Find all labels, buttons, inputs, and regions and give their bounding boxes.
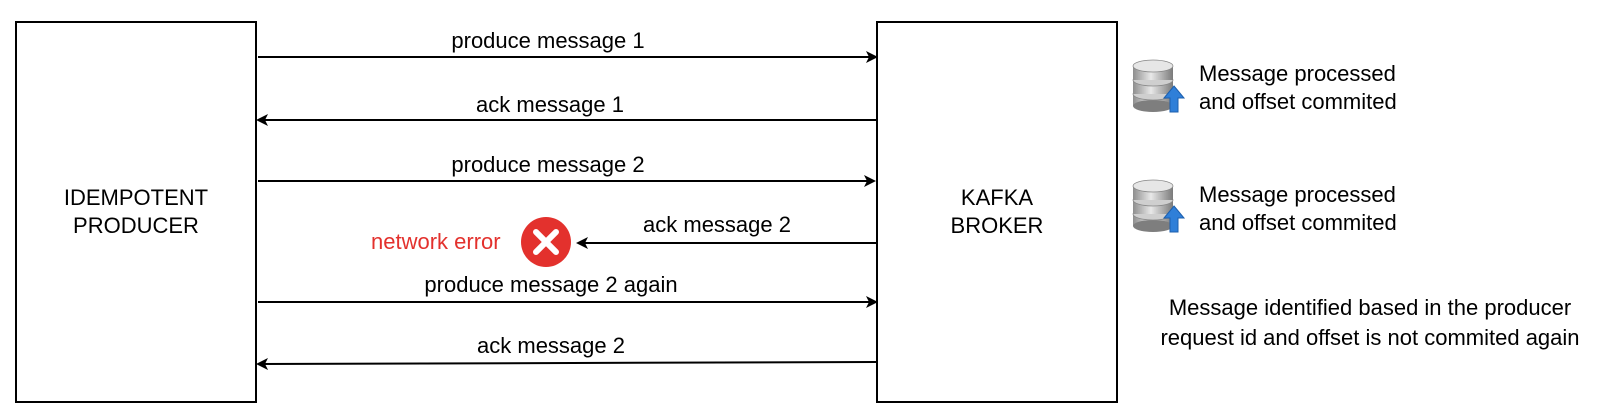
label-produce-message-1: produce message 1 (451, 28, 645, 53)
broker-box: KAFKA BROKER (876, 21, 1118, 403)
arrow-ack-message-2-retry (256, 357, 877, 370)
note-processed-2: Message processed and offset commited (1199, 181, 1397, 237)
duplicate-detection-note: Message identified based in the producer… (1132, 293, 1608, 353)
producer-box: IDEMPOTENT PRODUCER (15, 21, 257, 403)
note-line: request id and offset is not commited ag… (1160, 325, 1580, 350)
label-produce-message-2: produce message 2 (451, 152, 645, 177)
producer-label: IDEMPOTENT PRODUCER (63, 185, 209, 238)
note-line: Message identified based in the producer (1168, 295, 1572, 320)
label-produce-message-2-again: produce message 2 again (424, 272, 678, 297)
note-line: and offset commited (1199, 210, 1397, 235)
note-line: and offset commited (1199, 89, 1397, 114)
network-error-label: network error (371, 229, 501, 254)
note-processed-1: Message processed and offset commited (1199, 60, 1397, 116)
note-line: Message processed (1199, 61, 1396, 86)
broker-label: KAFKA BROKER (950, 185, 1044, 238)
database-upload-icon (1132, 179, 1186, 233)
database-upload-icon (1132, 59, 1186, 113)
label-ack-message-1: ack message 1 (476, 92, 624, 117)
label-ack-message-2-failed: ack message 2 (643, 212, 791, 237)
label-ack-message-2-retry: ack message 2 (477, 333, 625, 358)
x-circle-icon (521, 217, 571, 267)
note-line: Message processed (1199, 182, 1396, 207)
